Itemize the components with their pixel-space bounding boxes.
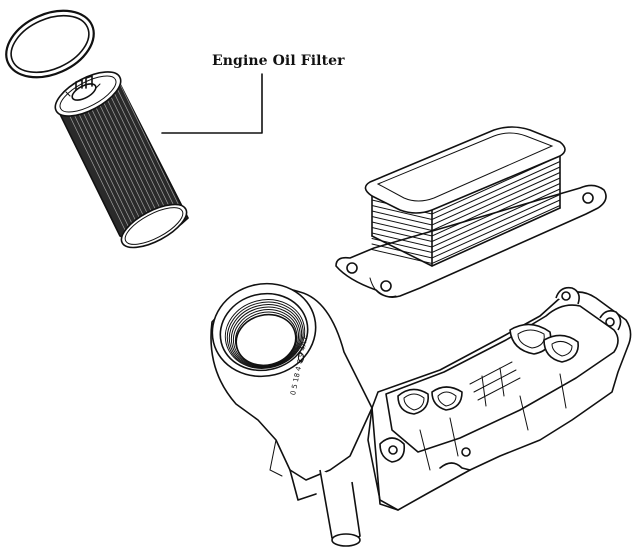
housing-marking: 8 9 4 (296, 345, 308, 365)
o-ring-seal (5, 9, 95, 79)
housing-marking: 0 5 1 (289, 377, 301, 396)
housing-marking: 8 4 (293, 365, 303, 378)
oil-filter-housing: 0 5 1 8 4 8 9 4 A E (210, 282, 632, 547)
engine-oil-filter-label: Engine Oil Filter (212, 53, 345, 69)
oil-filter-element (54, 71, 189, 249)
housing-marking: A E (300, 334, 310, 347)
housing-markings: 0 5 1 8 4 8 9 4 A E (289, 334, 310, 396)
oil-cooler (335, 126, 607, 298)
callout-leader (161, 73, 263, 134)
